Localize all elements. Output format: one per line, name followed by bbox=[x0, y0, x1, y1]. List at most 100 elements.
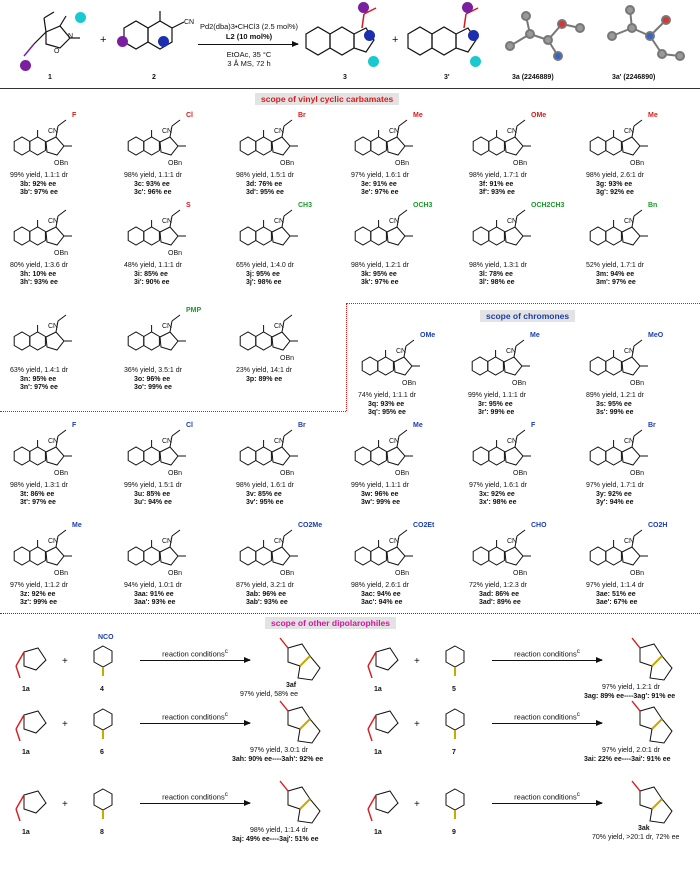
yield-dr-text: 94% yield, 1.0:1 dr bbox=[124, 582, 182, 589]
reaction-conditions-label: reaction conditionsc bbox=[140, 791, 250, 802]
cn-label: CN bbox=[396, 348, 407, 355]
crystal-structure-3a-image bbox=[505, 11, 585, 61]
product-structure-3b bbox=[13, 119, 72, 156]
product-structure-3p bbox=[239, 314, 298, 351]
ee-minor-text: 3q': 95% ee bbox=[368, 409, 406, 416]
ee-major-text: 3ab: 96% ee bbox=[246, 590, 287, 598]
yield-dr-text: 87% yield, 3.2:1 dr bbox=[236, 582, 294, 589]
n-substituent-label: OBn bbox=[513, 470, 528, 477]
n-substituent-label: OBn bbox=[630, 380, 645, 387]
plus-sign: + bbox=[62, 656, 68, 667]
purple-dot-2 bbox=[117, 36, 128, 47]
substituent-label-3ad: CHO bbox=[531, 522, 547, 529]
n-substituent-label: OBn bbox=[395, 570, 410, 577]
n-substituent-label: OBn bbox=[630, 470, 645, 477]
substituent-label-3g: Me bbox=[648, 112, 658, 119]
product-structure-3k bbox=[354, 209, 413, 246]
substituent-label-3s: MeO bbox=[648, 332, 664, 339]
yield-dr-text: 99% yield, 1.1:1 dr bbox=[351, 482, 409, 489]
yield-dr-text: 98% yield, 1.5:1 dr bbox=[236, 172, 294, 179]
ee-major-text: 3p: 89% ee bbox=[246, 375, 283, 383]
product-structure-3s bbox=[589, 339, 648, 376]
conditions-text: reaction conditions bbox=[162, 712, 225, 722]
n-substituent-label: OBn bbox=[630, 570, 645, 577]
ee-minor-text: 3u': 94% ee bbox=[134, 499, 172, 506]
product-structure-3f bbox=[472, 119, 531, 156]
cn-label: CN bbox=[389, 128, 400, 135]
n-substituent-label: OBn bbox=[280, 160, 295, 167]
result-yield-text: 97% yield, 58% ee bbox=[240, 691, 298, 698]
product-structure-3ab bbox=[239, 529, 298, 566]
crystal-label-3ap: 3a' (2246890) bbox=[612, 74, 656, 81]
section-title-vinyl: scope of vinyl cyclic carbamates bbox=[255, 93, 400, 105]
dipolarophile-label-5: 5 bbox=[452, 686, 456, 693]
substituent-label-3x: F bbox=[531, 422, 536, 429]
substituent-label-3t: F bbox=[72, 422, 77, 429]
ee-minor-text: 3y': 94% ee bbox=[596, 499, 634, 506]
cn-label: CN bbox=[48, 218, 59, 225]
reaction-arrow bbox=[140, 800, 251, 806]
ee-minor-text: 3d': 95% ee bbox=[246, 189, 284, 196]
ee-minor-text: 3z': 99% ee bbox=[20, 599, 58, 606]
result-yield-text: 97% yield, 3.0:1 dr bbox=[250, 747, 308, 754]
substituent-label-3w: Me bbox=[413, 422, 423, 429]
substrate-1a-structure bbox=[367, 647, 399, 679]
ee-minor-text: 3o': 99% ee bbox=[134, 384, 172, 391]
product-structure-3x bbox=[472, 429, 531, 466]
reaction-conditions-label: reaction conditionsc bbox=[492, 648, 602, 659]
ee-major-text: 3n: 95% ee bbox=[20, 375, 57, 383]
ee-minor-text: 3ae': 67% ee bbox=[596, 599, 638, 606]
product-structure-3c bbox=[127, 119, 186, 156]
reaction-arrow-main bbox=[198, 41, 299, 47]
product-structure-3u bbox=[127, 429, 186, 466]
substituent-label-3v: Br bbox=[298, 422, 306, 429]
yield-dr-text: 63% yield, 1.4:1 dr bbox=[10, 367, 68, 374]
navy-dot-3p bbox=[468, 30, 479, 41]
yield-dr-text: 36% yield, 3.5:1 dr bbox=[124, 367, 182, 374]
cycloadduct-structure bbox=[631, 780, 673, 824]
substrate-label-1a: 1a bbox=[22, 686, 30, 693]
yield-dr-text: 97% yield, 1.6:1 dr bbox=[469, 482, 527, 489]
ee-major-text: 3e: 91% ee bbox=[361, 180, 397, 188]
general-reaction: N O 1 + CN 2 Pd2(dba)3•CHCl3 (2.5 mol%) … bbox=[0, 0, 700, 88]
cn-label: CN bbox=[162, 128, 173, 135]
ee-minor-text: 3h': 93% ee bbox=[20, 279, 58, 286]
cn-label: CN bbox=[624, 348, 635, 355]
ee-minor-text: 3i': 90% ee bbox=[134, 279, 170, 286]
product-structure-3q bbox=[361, 339, 420, 376]
conditions-text: reaction conditions bbox=[514, 649, 577, 659]
n-substituent-label: OBn bbox=[168, 470, 183, 477]
cn-label: CN bbox=[624, 218, 635, 225]
conditions-line-1: Pd2(dba)3•CHCl3 (2.5 mol%) bbox=[199, 22, 299, 31]
product-structure-3z bbox=[13, 529, 72, 566]
yield-dr-text: 98% yield, 1.2:1 dr bbox=[351, 262, 409, 269]
teal-dot bbox=[75, 12, 86, 23]
product-structure-3g bbox=[589, 119, 648, 156]
conditions-text: reaction conditions bbox=[162, 649, 225, 659]
n-substituent-label: OBn bbox=[54, 570, 69, 577]
ee-minor-text: 3r': 99% ee bbox=[478, 409, 515, 416]
ee-minor-text: 3e': 97% ee bbox=[361, 189, 399, 196]
ee-major-text: 3w: 96% ee bbox=[361, 490, 399, 498]
ee-major-text: 3g: 93% ee bbox=[596, 180, 633, 188]
ee-major-text: 3k: 95% ee bbox=[361, 270, 397, 278]
yield-dr-text: 23% yield, 14:1 dr bbox=[236, 367, 293, 374]
nco-label: NCO bbox=[98, 634, 114, 641]
yield-dr-text: 72% yield, 1:2.3 dr bbox=[469, 582, 527, 589]
result-ee-text: 3ag: 89% ee----3ag': 91% ee bbox=[584, 693, 676, 700]
substituent-label-3ae: CO2H bbox=[648, 522, 668, 529]
reaction-arrow bbox=[492, 657, 603, 663]
